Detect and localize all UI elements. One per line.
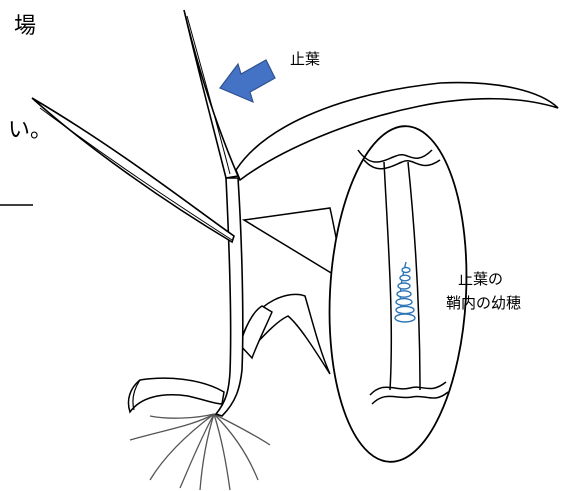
lower-left-leaf	[128, 378, 224, 412]
left-leaf	[32, 98, 234, 242]
edge-text-top: 場	[14, 8, 36, 40]
flag-leaf-label: 止葉	[290, 48, 320, 69]
blue-arrow-icon	[220, 60, 275, 102]
roots	[130, 414, 270, 490]
panicle-label-line2: 鞘内の幼穂	[446, 292, 521, 313]
main-stem	[216, 178, 243, 416]
edge-text-mid: い。	[8, 112, 52, 144]
panicle-label-line1: 止葉の	[458, 268, 503, 289]
